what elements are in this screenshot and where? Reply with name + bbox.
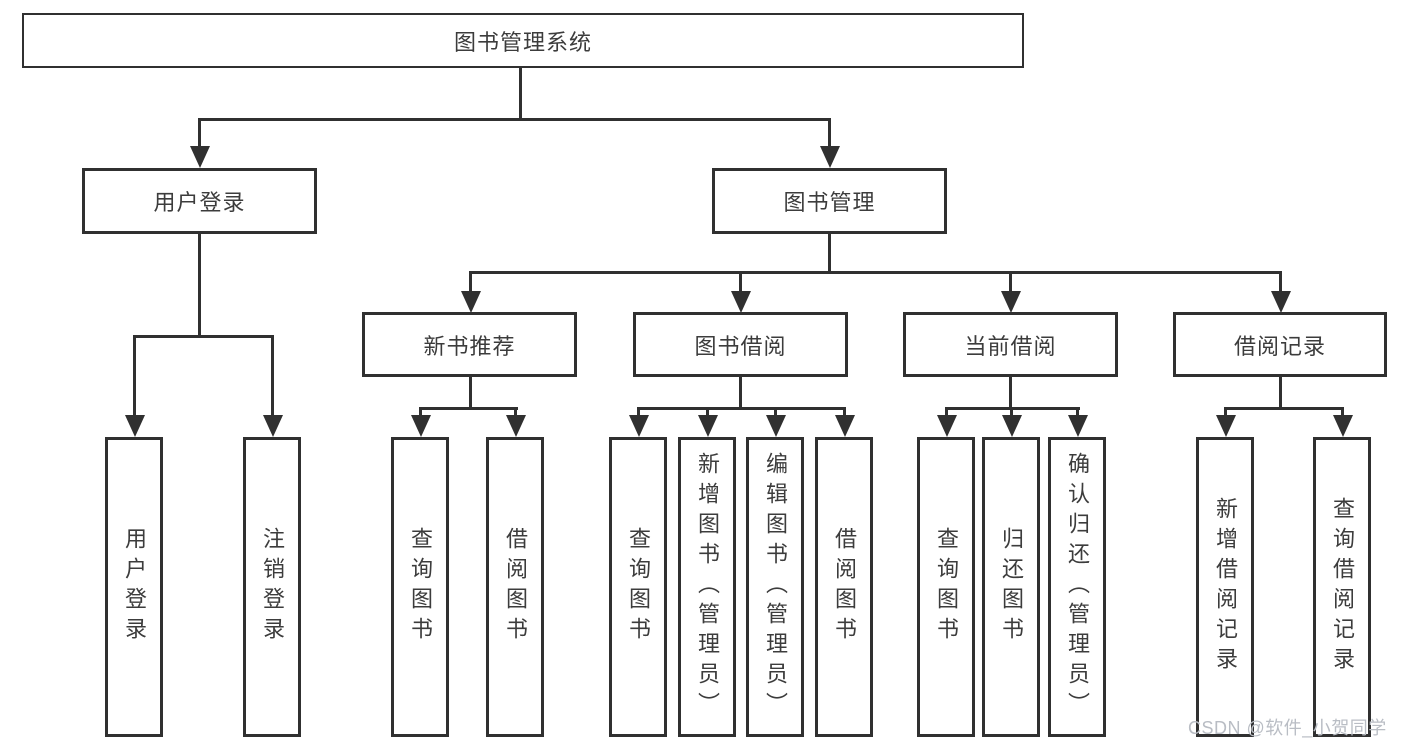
leaf-edit-books-admin: 编辑图书（管理员） xyxy=(746,437,804,737)
node-current-borrowing: 当前借阅 xyxy=(903,312,1118,377)
leaf-add-borrow-record: 新增借阅记录 xyxy=(1196,437,1254,737)
node-label: 图书借阅 xyxy=(694,333,787,359)
node-book-management: 图书管理 xyxy=(712,168,947,234)
leaf-user-login: 用户登录 xyxy=(105,437,163,737)
node-borrowing-records: 借阅记录 xyxy=(1173,312,1387,377)
connector-stem xyxy=(1224,407,1227,419)
connector-stem xyxy=(469,271,472,293)
leaf-label: 借阅图书 xyxy=(832,527,857,647)
arrowhead-down-icon xyxy=(506,415,526,437)
connector-book-mgmt-trunk xyxy=(828,234,831,274)
leaf-label: 查询图书 xyxy=(408,527,433,647)
arrowhead-down-icon xyxy=(1068,415,1088,437)
csdn-watermark: CSDN @软件_小贺同学 xyxy=(1188,718,1387,738)
node-label: 用户登录 xyxy=(153,190,246,215)
connector-user-login-trunk xyxy=(198,234,201,338)
node-label: 新书推荐 xyxy=(423,333,516,359)
leaf-label: 确认归还（管理员） xyxy=(1065,452,1090,722)
connector-stem xyxy=(419,407,422,419)
arrowhead-down-icon xyxy=(835,415,855,437)
arrowhead-down-icon xyxy=(1271,291,1291,313)
connector-stem xyxy=(945,407,948,419)
node-library-system: 图书管理系统 xyxy=(22,13,1024,68)
connector-branch-user-login xyxy=(133,335,274,338)
leaf-label: 新增图书（管理员） xyxy=(695,452,720,722)
arrowhead-down-icon xyxy=(937,415,957,437)
connector-stem xyxy=(271,335,274,417)
arrowhead-down-icon xyxy=(411,415,431,437)
leaf-query-books-borrowing: 查询图书 xyxy=(609,437,667,737)
node-book-borrowing: 图书借阅 xyxy=(633,312,848,377)
connector-trunk xyxy=(1009,377,1012,410)
leaf-confirm-return-admin: 确认归还（管理员） xyxy=(1048,437,1106,737)
node-label: 当前借阅 xyxy=(964,333,1057,359)
arrowhead-down-icon xyxy=(461,291,481,313)
connector-stem xyxy=(1010,407,1013,419)
connector-branch xyxy=(637,407,846,410)
connector-stem xyxy=(1009,271,1012,293)
leaf-label: 注销登录 xyxy=(260,527,285,647)
connector-stem xyxy=(1076,407,1079,419)
leaf-return-books: 归还图书 xyxy=(982,437,1040,737)
connector-stem xyxy=(198,118,201,150)
leaf-borrow-books-recommend: 借阅图书 xyxy=(486,437,544,737)
leaf-label: 查询借阅记录 xyxy=(1330,497,1355,677)
node-user-login: 用户登录 xyxy=(82,168,317,234)
arrowhead-down-icon xyxy=(766,415,786,437)
connector-stem xyxy=(1341,407,1344,419)
connector-stem xyxy=(637,407,640,419)
node-label: 图书管理系统 xyxy=(453,29,592,55)
leaf-query-books-current: 查询图书 xyxy=(917,437,975,737)
connector-stem xyxy=(1279,271,1282,293)
connector-stem xyxy=(843,407,846,419)
connector-branch-level3 xyxy=(469,271,1282,274)
arrowhead-down-icon xyxy=(820,146,840,168)
arrowhead-down-icon xyxy=(1001,291,1021,313)
arrowhead-down-icon xyxy=(731,291,751,313)
connector-branch xyxy=(419,407,518,410)
connector-stem xyxy=(514,407,517,419)
leaf-label: 借阅图书 xyxy=(503,527,528,647)
connector-stem xyxy=(739,271,742,293)
connector-branch-level2 xyxy=(198,118,831,121)
node-label: 图书管理 xyxy=(783,190,876,215)
arrowhead-down-icon xyxy=(1002,415,1022,437)
arrowhead-down-icon xyxy=(190,146,210,168)
arrowhead-down-icon xyxy=(1333,415,1353,437)
node-label: 借阅记录 xyxy=(1233,333,1326,359)
node-new-book-recommend: 新书推荐 xyxy=(362,312,577,377)
arrowhead-down-icon xyxy=(698,415,718,437)
leaf-label: 用户登录 xyxy=(122,527,147,647)
leaf-label: 新增借阅记录 xyxy=(1213,497,1238,677)
connector-stem xyxy=(828,118,831,150)
arrowhead-down-icon xyxy=(263,415,283,437)
leaf-query-books-recommend: 查询图书 xyxy=(391,437,449,737)
connector-stem xyxy=(133,335,136,417)
leaf-logout: 注销登录 xyxy=(243,437,301,737)
connector-stem xyxy=(706,407,709,419)
leaf-add-books-admin: 新增图书（管理员） xyxy=(678,437,736,737)
connector-trunk xyxy=(469,377,472,410)
connector-trunk xyxy=(1279,377,1282,410)
leaf-borrow-books: 借阅图书 xyxy=(815,437,873,737)
leaf-label: 查询图书 xyxy=(934,527,959,647)
leaf-query-borrow-record: 查询借阅记录 xyxy=(1313,437,1371,737)
arrowhead-down-icon xyxy=(125,415,145,437)
arrowhead-down-icon xyxy=(1216,415,1236,437)
leaf-label: 查询图书 xyxy=(626,527,651,647)
connector-stem xyxy=(774,407,777,419)
leaf-label: 编辑图书（管理员） xyxy=(763,452,788,722)
connector-root-trunk xyxy=(519,66,522,120)
connector-branch xyxy=(1224,407,1344,410)
leaf-label: 归还图书 xyxy=(999,527,1024,647)
connector-trunk xyxy=(739,377,742,410)
arrowhead-down-icon xyxy=(629,415,649,437)
